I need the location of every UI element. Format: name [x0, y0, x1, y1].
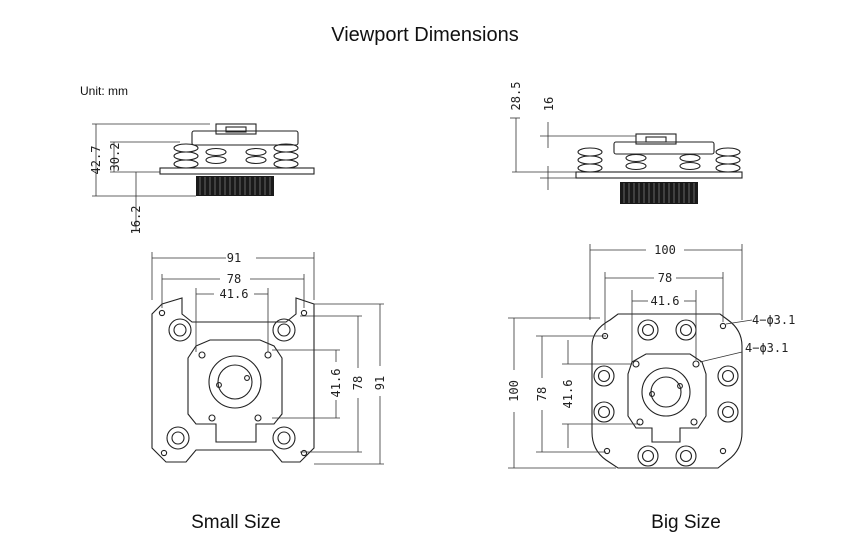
big-plan-view: 100 78 41.6 4−ϕ3.1 4−ϕ3.1 100 78 41.6 [507, 243, 795, 469]
small-plan-outer-width: 91 [227, 251, 241, 265]
big-side-total-height: 28.5 [509, 82, 523, 111]
small-plan-view: 91 78 41.6 41.6 78 91 [151, 251, 387, 465]
big-plan-outer-hole-callout: 4−ϕ3.1 [752, 313, 795, 327]
big-plan-outer-width: 100 [654, 243, 676, 257]
big-plan-inner-height: 41.6 [561, 380, 575, 409]
small-plan-outer-height: 91 [373, 376, 387, 390]
small-plan-mid-height: 78 [351, 376, 365, 390]
small-plan-inner-width: 41.6 [220, 287, 249, 301]
big-plan-mid-height: 78 [535, 387, 549, 401]
big-side-view: 28.5 16 [509, 82, 743, 204]
small-side-view: 42.7 30.2 16.2 [89, 123, 315, 235]
big-plan-inner-hole-callout: 4−ϕ3.1 [745, 341, 788, 355]
small-plan-mid-width: 78 [227, 272, 241, 286]
big-plan-outer-height: 100 [507, 380, 521, 402]
caption-small-size: Small Size [191, 512, 281, 533]
big-side-upper-height: 16 [542, 97, 556, 111]
big-plan-mid-width: 78 [658, 271, 672, 285]
page-title: Viewport Dimensions [331, 24, 519, 46]
caption-big-size: Big Size [651, 512, 721, 533]
small-plan-inner-height: 41.6 [329, 369, 343, 398]
small-side-lower-height: 16.2 [129, 206, 143, 235]
big-plan-inner-width: 41.6 [651, 294, 680, 308]
small-side-total-height: 42.7 [89, 146, 103, 175]
unit-label: Unit: mm [80, 84, 128, 98]
small-side-upper-height: 30.2 [108, 143, 122, 172]
